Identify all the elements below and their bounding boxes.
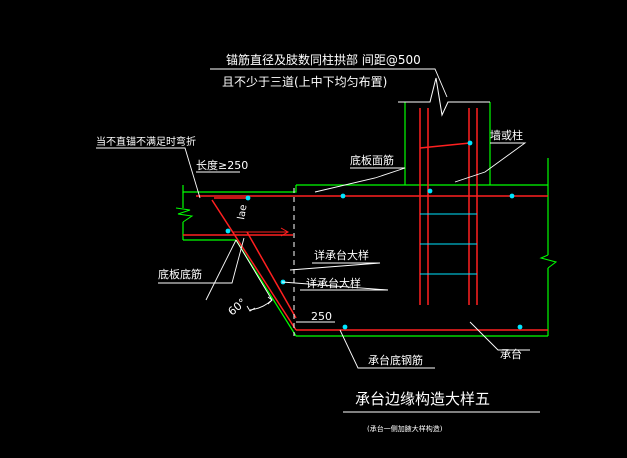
left-break-symbol bbox=[175, 207, 194, 223]
rebar bbox=[183, 108, 548, 331]
bend-note: 当不直锚不满足时弯折 bbox=[96, 135, 196, 148]
length-note: 长度≥250 bbox=[196, 158, 248, 172]
leader-lines bbox=[96, 68, 530, 369]
drawing-subtitle: (承台一侧加腋大样构造) bbox=[367, 424, 443, 433]
column-hook-bar bbox=[419, 142, 471, 149]
dim-250-label: 250 bbox=[311, 310, 332, 323]
rebar-dot bbox=[517, 324, 523, 330]
anchor-bar-note-line2: 且不少于三道(上中下均匀布置) bbox=[222, 74, 387, 89]
pile-cap-label: 承台 bbox=[500, 347, 522, 361]
angle-dimension bbox=[205, 239, 273, 312]
concrete-outline bbox=[182, 102, 549, 337]
rebar-dot bbox=[225, 228, 231, 234]
haunch-inner-rebar bbox=[246, 231, 297, 319]
wall-column-leader bbox=[454, 142, 527, 183]
rebar-dot bbox=[467, 140, 473, 146]
cap-bottom-rebar-label: 承台底钢筋 bbox=[368, 353, 423, 367]
column-stirrup-marks bbox=[420, 213, 477, 275]
slab-bottom-rebar-label: 底板底筋 bbox=[158, 267, 202, 281]
right-break-symbol bbox=[539, 254, 558, 269]
anchor-bar-note-line1: 锚筋直径及肢数同柱拱部 间距@500 bbox=[226, 52, 421, 67]
angle-60-label: 60° bbox=[226, 296, 249, 318]
rebar-dot bbox=[342, 324, 348, 330]
rebar-dots bbox=[225, 140, 523, 330]
cap-rebar-leader bbox=[339, 329, 435, 369]
anchor-note-leader bbox=[210, 68, 448, 98]
detail-ref1-leader bbox=[289, 262, 381, 271]
drawing-title: 承台边缘构造大样五 bbox=[355, 390, 490, 408]
haunch-diagonal-rebar bbox=[211, 199, 297, 331]
rebar-dot bbox=[340, 193, 346, 199]
slab-bottom-leader bbox=[158, 237, 245, 284]
wall-column-label: 墙或柱 bbox=[490, 128, 523, 142]
detail-ref2-leader bbox=[281, 281, 389, 291]
rebar-dot bbox=[245, 195, 251, 201]
left-slab-top-edge bbox=[182, 185, 297, 193]
slab-top-leader bbox=[314, 167, 406, 193]
rebar-dot bbox=[509, 193, 515, 199]
rebar-dot bbox=[427, 188, 433, 194]
pile-cap-leader bbox=[469, 321, 530, 351]
detail-ref-label-2: 详承台大样 bbox=[306, 276, 361, 290]
detail-ref-label-1: 详承台大样 bbox=[314, 248, 369, 262]
top-break-symbol bbox=[398, 77, 490, 117]
lae-arrow bbox=[232, 227, 290, 237]
text-labels: 锚筋直径及肢数同柱拱部 间距@500 且不少于三道(上中下均匀布置) 当不直锚不… bbox=[96, 52, 523, 433]
slab-top-rebar-label: 底板面筋 bbox=[350, 153, 394, 167]
lae-label: lae bbox=[236, 204, 249, 221]
bend-note-leader bbox=[96, 147, 201, 199]
break-symbols bbox=[175, 207, 558, 269]
